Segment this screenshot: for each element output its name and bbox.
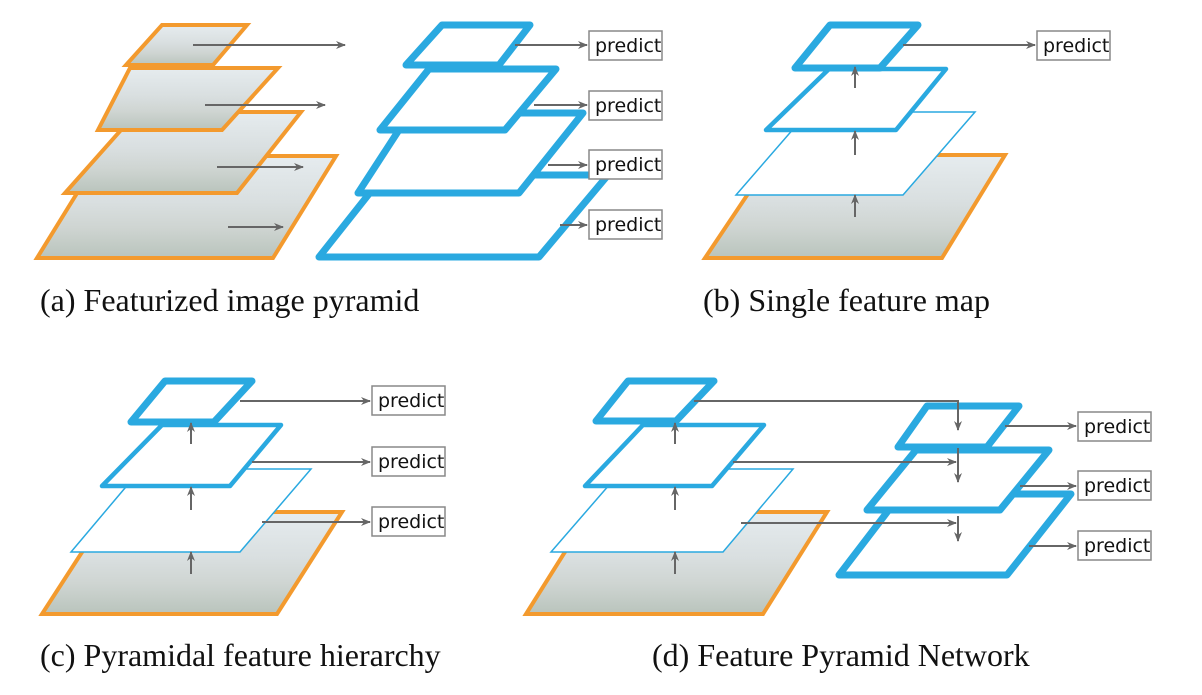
bottom-up-map-d1 xyxy=(592,377,718,425)
bottom-up-map-d2 xyxy=(582,422,767,489)
bottom-up-map-d3 xyxy=(549,468,795,553)
predict-box-c2: predict xyxy=(371,446,446,477)
predict-label: predict xyxy=(378,451,444,473)
image-level-1 xyxy=(121,23,252,67)
caption-b: (b) Single feature map xyxy=(703,282,990,318)
image-level-2 xyxy=(94,66,283,132)
panel-c: predict predict predict (c) Pyramidal fe… xyxy=(38,377,446,673)
feature-map-b2 xyxy=(763,66,949,133)
predict-box-c3: predict xyxy=(371,506,446,537)
panel-b: predict (b) Single feature map xyxy=(701,21,1111,318)
caption-c: (c) Pyramidal feature hierarchy xyxy=(40,637,441,673)
feature-map-c2 xyxy=(99,422,284,489)
predict-box-d2: predict xyxy=(1077,470,1152,501)
predict-box-a3: predict xyxy=(588,149,663,180)
feature-map-a1 xyxy=(402,21,534,69)
predict-box-c1: predict xyxy=(371,385,446,416)
predict-label: predict xyxy=(1043,35,1109,57)
feature-map-c3 xyxy=(69,468,313,553)
panel-a: predict predict predict predict (a) Feat… xyxy=(33,21,663,318)
image-level-3 xyxy=(60,110,306,195)
caption-d: (d) Feature Pyramid Network xyxy=(652,637,1030,673)
predict-label: predict xyxy=(1084,416,1150,438)
predict-box-a4: predict xyxy=(588,209,663,240)
feature-map-b1 xyxy=(791,21,922,72)
predict-label: predict xyxy=(595,214,661,236)
predict-box-d3: predict xyxy=(1077,530,1152,561)
predict-box-b1: predict xyxy=(1036,30,1111,61)
feature-map-a2 xyxy=(376,65,560,134)
predict-label: predict xyxy=(1084,475,1150,497)
caption-a: (a) Featurized image pyramid xyxy=(40,282,419,318)
feature-map-c1 xyxy=(127,377,256,426)
predict-label: predict xyxy=(595,95,661,117)
predict-label: predict xyxy=(378,511,444,533)
predict-box-a1: predict xyxy=(588,30,663,61)
predict-label: predict xyxy=(1084,535,1150,557)
predict-label: predict xyxy=(378,390,444,412)
predict-box-d1: predict xyxy=(1077,411,1152,442)
predict-box-a2: predict xyxy=(588,90,663,121)
predict-label: predict xyxy=(595,154,661,176)
predict-label: predict xyxy=(595,35,661,57)
lateral-d1 xyxy=(694,400,962,431)
panel-d: predict predict predict (d) Feature Pyra… xyxy=(522,377,1152,673)
